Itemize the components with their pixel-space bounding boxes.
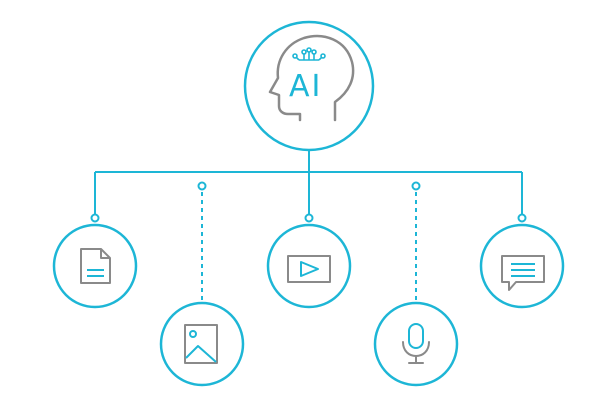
connectors [94,150,523,302]
document-node [52,223,138,309]
dot-image-top [197,181,207,191]
ai-label: AI [289,69,322,104]
root-node: AI [243,20,375,152]
image-node [159,301,245,387]
ai-head-icon [268,34,355,122]
document-icon [80,248,111,284]
video-node [266,223,352,309]
microphone-icon [402,323,430,364]
chat-message-icon [501,255,545,291]
dot-document [90,213,100,223]
connector-dots [90,181,527,223]
image-icon [184,324,218,364]
microphone-node [373,301,459,387]
video-play-icon [287,255,331,283]
dot-microphone-top [411,181,421,191]
dot-video [304,213,314,223]
circuit-icon [292,47,326,61]
dot-chat [517,213,527,223]
chat-node [479,223,565,309]
